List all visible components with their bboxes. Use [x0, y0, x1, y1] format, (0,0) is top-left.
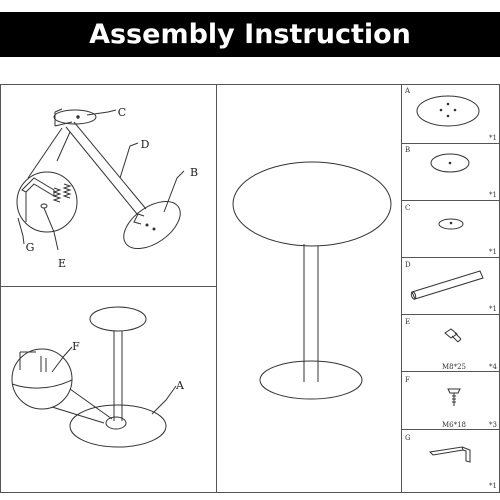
leader-e [43, 207, 59, 251]
part-c-letter: C [405, 204, 410, 212]
part-a-qty: *1 [489, 134, 497, 142]
callout-e: E [58, 257, 66, 270]
part-c-qty: *1 [489, 248, 497, 256]
part-f-letter: F [405, 376, 410, 384]
part-g-qty: *1 [489, 482, 497, 490]
step1-panel [16, 108, 185, 251]
allen-key-small [54, 108, 73, 127]
round-base-a [69, 404, 167, 448]
part-e-size: M8*25 [442, 363, 466, 371]
leader-b [163, 170, 185, 213]
leader-d [119, 142, 139, 179]
leader-c [86, 109, 117, 116]
part-g-allen-key-icon [428, 446, 471, 463]
part-b-base-icon [430, 153, 470, 173]
bolt-spring [52, 187, 62, 203]
assembled-tabletop [232, 161, 392, 247]
callout-a: A [175, 379, 185, 392]
part-c-plate-icon [438, 218, 464, 230]
part-b-letter: B [405, 146, 410, 154]
part-a-tabletop-icon [416, 95, 480, 127]
tabletop-small [89, 306, 147, 332]
top-plate-c [53, 109, 97, 125]
part-a-letter: A [404, 87, 411, 95]
base-plate-b [123, 200, 181, 250]
assembled-base [259, 360, 363, 400]
part-d-column-icon [411, 270, 484, 300]
part-e-qty: *4 [489, 363, 498, 371]
part-f-screw-icon [447, 388, 461, 406]
allen-key-detail [21, 177, 55, 197]
assembled-table [232, 161, 392, 400]
step2-panel [11, 306, 177, 448]
title-bar [0, 12, 500, 57]
callout-c: C [118, 106, 126, 119]
part-e-letter: E [405, 318, 410, 326]
part-b-qty: *1 [489, 191, 497, 199]
callout-f: F [72, 340, 80, 353]
leader-f [51, 346, 73, 373]
callout-g: G [26, 241, 35, 254]
part-d-qty: *1 [489, 305, 497, 313]
column-foot [133, 213, 145, 225]
parts-list: A B C D E F G *1 *1 *1 *1 *4 *3 *1 M8*25… [404, 87, 498, 490]
column-d [65, 121, 147, 215]
bolt-spring [62, 183, 72, 199]
part-g-letter: G [405, 434, 411, 442]
part-e-bolt-icon [444, 328, 462, 343]
page-title: Assembly Instruction [89, 19, 411, 50]
callout-d: D [141, 138, 150, 151]
part-f-qty: *3 [489, 421, 497, 429]
leader-a [151, 385, 177, 415]
detail-magnifier-2 [11, 348, 73, 410]
part-d-letter: D [405, 261, 411, 269]
base-flange [105, 416, 127, 430]
callout-b: B [190, 166, 198, 179]
detail-magnifier [16, 171, 78, 233]
leader-g [17, 217, 25, 245]
part-f-size: M6*18 [442, 421, 466, 429]
